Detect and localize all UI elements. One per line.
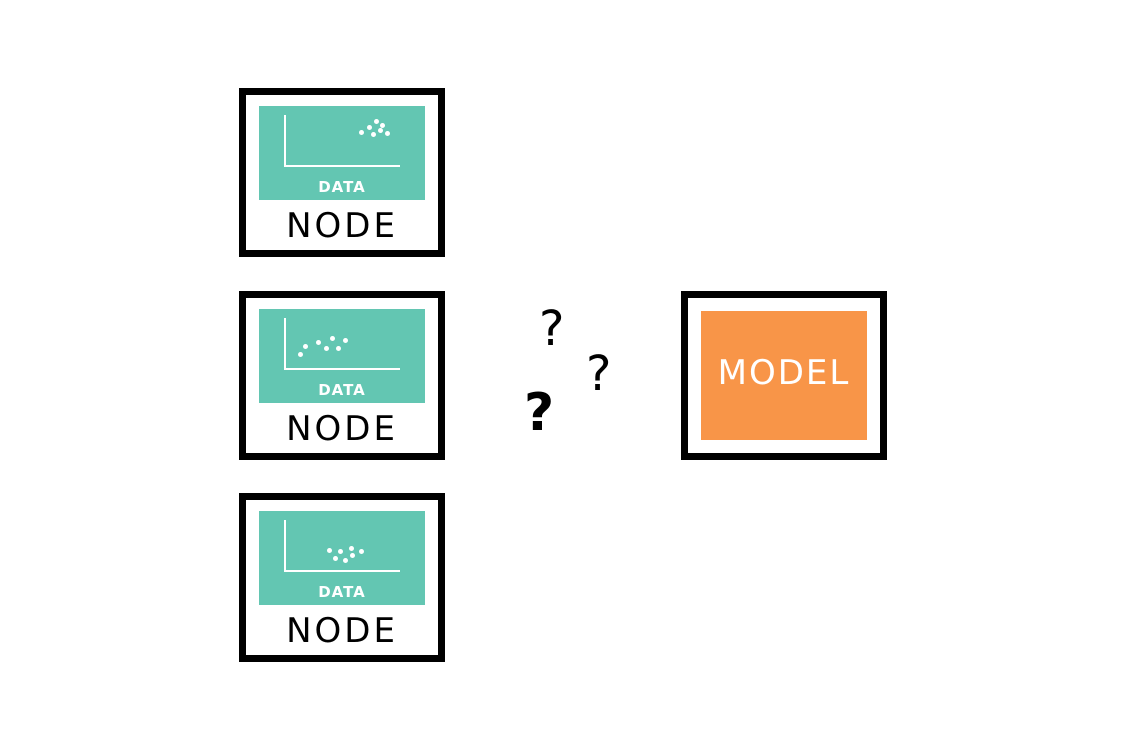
data-point [380,123,385,128]
x-axis-line [284,165,400,167]
data-point [333,556,338,561]
data-point [338,549,343,554]
data-point [350,553,355,558]
node-label: NODE [286,206,398,246]
data-panel-2: DATA [259,309,425,403]
data-point [327,548,332,553]
x-axis-line [284,570,400,572]
node-box-1: DATA NODE [239,88,445,257]
model-label: MODEL [717,353,851,393]
data-point [371,132,376,137]
y-axis-line [284,318,286,369]
data-panel-3: DATA [259,511,425,605]
data-panel-1: DATA [259,106,425,200]
data-point [374,119,379,124]
x-axis-line [284,368,400,370]
data-label: DATA [318,381,366,399]
question-mark-3: ? [524,383,555,443]
node-box-2: DATA NODE [239,291,445,460]
data-point [298,352,303,357]
data-point [330,336,335,341]
model-box: MODEL [681,291,887,460]
data-point [385,131,390,136]
model-panel: MODEL [701,311,867,440]
data-point [367,125,372,130]
data-point [378,128,383,133]
data-point [343,558,348,563]
question-mark-2: ? [586,346,612,402]
data-point [349,546,354,551]
data-point [303,344,308,349]
data-label: DATA [318,178,366,196]
data-point [336,346,341,351]
y-axis-line [284,520,286,571]
data-label: DATA [318,583,366,601]
question-mark-1: ? [539,301,565,357]
data-point [324,346,329,351]
data-point [316,340,321,345]
data-point [359,130,364,135]
node-box-3: DATA NODE [239,493,445,662]
data-point [359,549,364,554]
node-label: NODE [286,611,398,651]
node-label: NODE [286,409,398,449]
data-point [343,338,348,343]
y-axis-line [284,115,286,166]
